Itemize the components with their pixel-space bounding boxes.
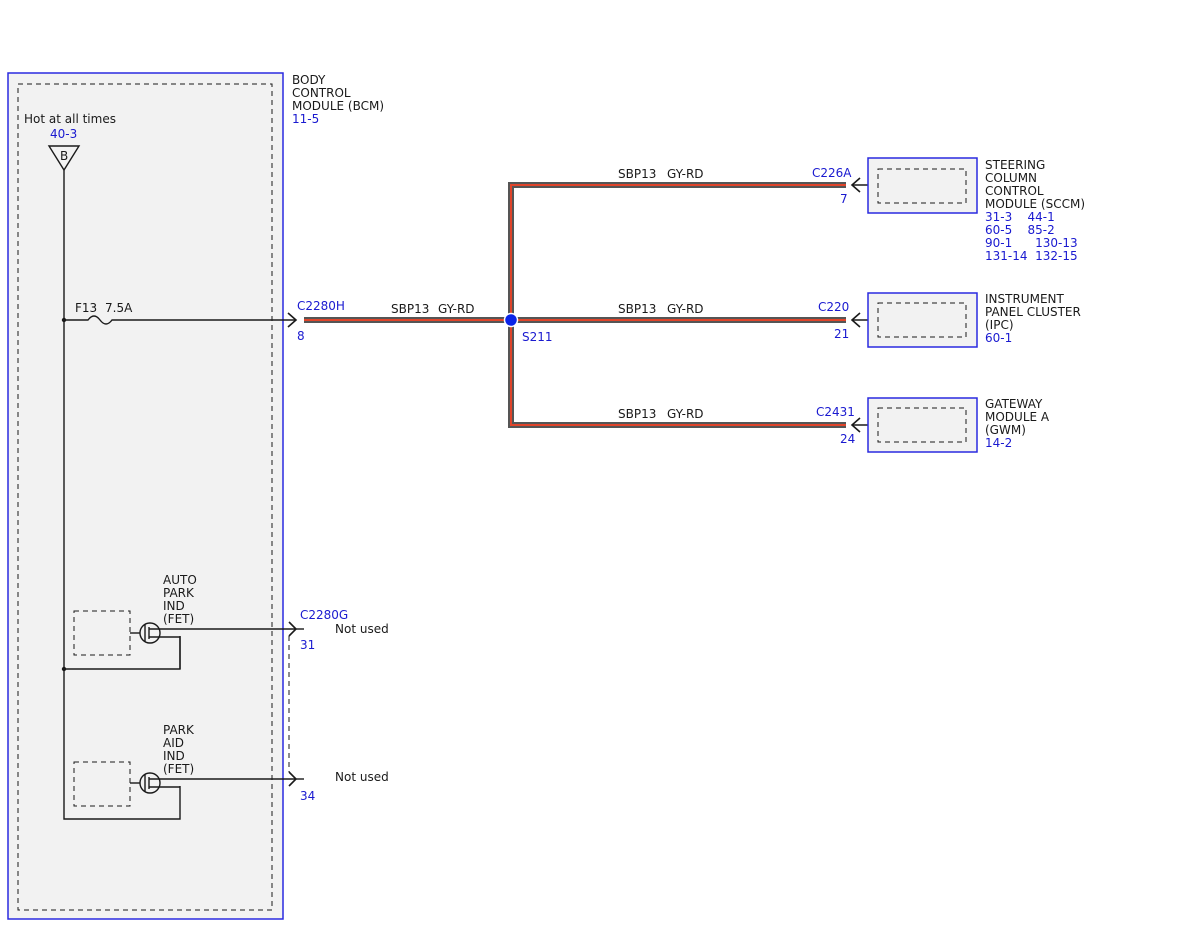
output-0-fet-icon <box>139 622 161 644</box>
output-0-leads <box>160 628 296 669</box>
c2280h-arrow-icon <box>287 312 298 328</box>
sccm-name-line-4: MODULE (SCCM) <box>985 197 1085 211</box>
output-0-name-line-2: PARK <box>163 586 195 600</box>
output-1-leads <box>160 778 296 788</box>
fuse-id: F13 <box>75 301 97 315</box>
main-wire-circuit: SBP13 <box>391 302 429 316</box>
bcm-inner-dashed <box>17 83 273 911</box>
splice-id[interactable]: S211 <box>522 330 553 344</box>
gwm-refs-line-1[interactable]: 14-2 <box>985 436 1012 450</box>
fuse-rating: 7.5A <box>105 301 133 315</box>
branch-2-connector[interactable]: C2431 <box>816 405 855 419</box>
branch-0-color: GY-RD <box>667 167 704 181</box>
sccm-name-line-2: COLUMN <box>985 171 1037 185</box>
bcm-name-line-1: BODY <box>292 73 326 87</box>
branch-2-pin: 24 <box>840 432 855 446</box>
bcm-name-line-3: MODULE (BCM) <box>292 99 384 113</box>
branch-0-pin: 7 <box>840 192 848 206</box>
output-0-connector[interactable]: C2280G <box>300 608 348 622</box>
fuse-symbol-icon <box>64 315 296 325</box>
output-1-driver-box <box>73 761 131 807</box>
output-0-status: Not used <box>335 622 389 636</box>
gwm-name-line-1: GATEWAY <box>985 397 1043 411</box>
bcm-name-line-2: CONTROL <box>292 86 351 100</box>
branch-trunk-stripe <box>510 184 846 426</box>
splice-dot-icon[interactable] <box>503 312 519 328</box>
sccm-inner-dashed <box>877 168 967 204</box>
gwm-inner-dashed <box>877 407 967 443</box>
bcm-ref-link[interactable]: 11-5 <box>292 112 319 126</box>
sccm-refs-line-4[interactable]: 131-14 132-15 <box>985 249 1078 263</box>
ipc-name-line-3: (IPC) <box>985 318 1014 332</box>
power-source-triangle-icon <box>47 145 81 172</box>
ipc-inner-dashed <box>877 302 967 338</box>
power-ref-link[interactable]: 40-3 <box>50 127 77 141</box>
output-1-pin: 34 <box>300 789 315 803</box>
output-0-name-line-3: IND <box>163 599 185 613</box>
branch-0-circuit: SBP13 <box>618 167 656 181</box>
ipc-name-line-2: PANEL CLUSTER <box>985 305 1081 319</box>
gwm-name-line-3: (GWM) <box>985 423 1026 437</box>
branch-1-pin: 21 <box>834 327 849 341</box>
power-label: Hot at all times <box>24 112 116 126</box>
main-connector-id[interactable]: C2280H <box>297 299 345 313</box>
power-symbol: B <box>60 149 68 163</box>
branch-2-color: GY-RD <box>667 407 704 421</box>
sccm-refs-line-1[interactable]: 31-3 44-1 <box>985 210 1055 224</box>
ipc-refs-line-1[interactable]: 60-1 <box>985 331 1012 345</box>
gwm-module[interactable] <box>867 397 978 453</box>
branch-1-color: GY-RD <box>667 302 704 316</box>
gwm-name-line-2: MODULE A <box>985 410 1050 424</box>
ipc-module[interactable] <box>867 292 978 348</box>
branch-1-connector[interactable]: C220 <box>818 300 849 314</box>
sccm-name-line-1: STEERING <box>985 158 1045 172</box>
ipc-name-line-1: INSTRUMENT <box>985 292 1064 306</box>
bcm-ground-bus <box>63 170 181 820</box>
output-1-fet-icon <box>139 772 161 794</box>
sccm-name-line-3: CONTROL <box>985 184 1044 198</box>
output-0-name-line-4: (FET) <box>163 612 194 626</box>
main-connector-pin: 8 <box>297 329 305 343</box>
output-1-name-line-2: AID <box>163 736 184 750</box>
output-1-name-line-1: PARK <box>163 723 195 737</box>
sccm-refs-line-3[interactable]: 90-1 130-13 <box>985 236 1078 250</box>
branch-0-connector[interactable]: C226A <box>812 166 852 180</box>
output-1-status: Not used <box>335 770 389 784</box>
branch-2-circuit: SBP13 <box>618 407 656 421</box>
sccm-refs-line-2[interactable]: 60-5 85-2 <box>985 223 1055 237</box>
branch-1-circuit: SBP13 <box>618 302 656 316</box>
output-0-name-line-1: AUTO <box>163 573 197 587</box>
bus-junction-2 <box>61 666 67 672</box>
main-wire-color: GY-RD <box>438 302 475 316</box>
output-0-pin: 31 <box>300 638 315 652</box>
output-1-name-line-3: IND <box>163 749 185 763</box>
sccm-module[interactable] <box>867 157 978 214</box>
output-1-name-line-4: (FET) <box>163 762 194 776</box>
output-0-driver-box <box>73 610 131 656</box>
